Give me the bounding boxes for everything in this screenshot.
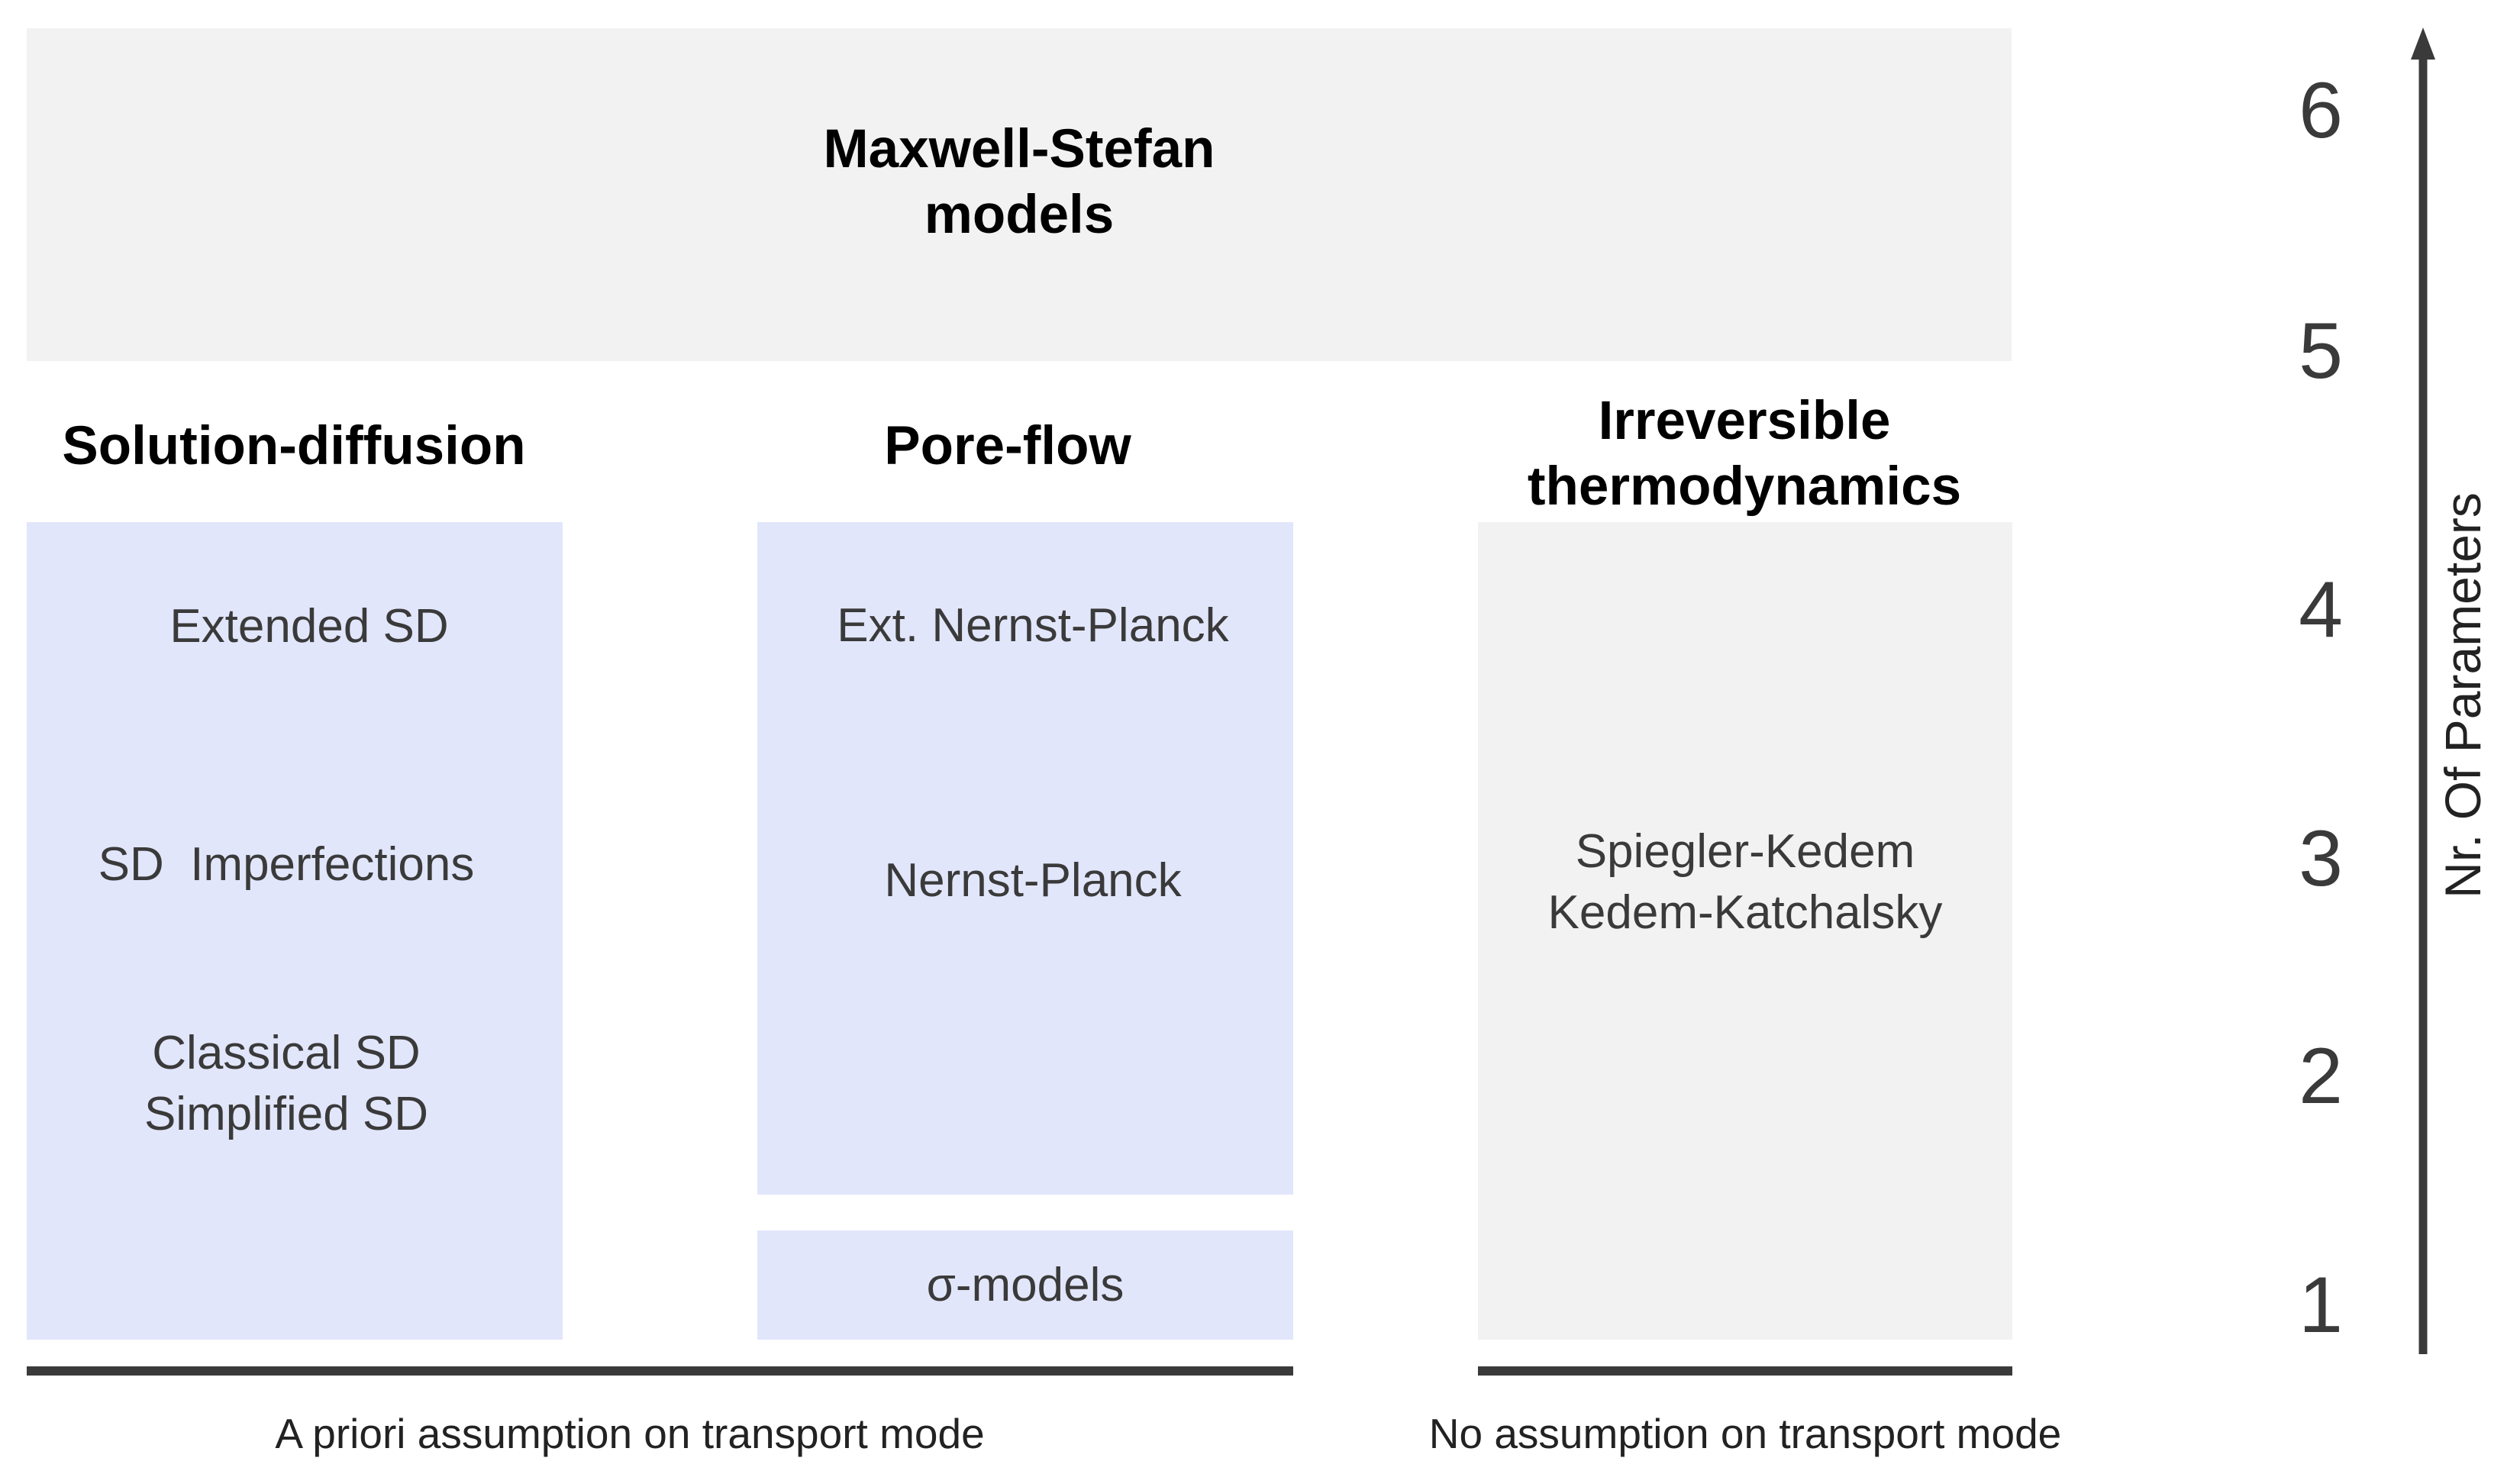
a-priori-caption: A priori assumption on transport mode bbox=[275, 1410, 985, 1457]
parameters-axis-arrow bbox=[2411, 27, 2435, 1354]
extended-sd-item: Extended SD bbox=[169, 600, 449, 653]
nernst-planck-item: Nernst-Planck bbox=[884, 854, 1182, 907]
axis-label: Nr. Of Parameters bbox=[2434, 492, 2491, 898]
kedem-katchalsky-item: Kedem-Katchalsky bbox=[1547, 886, 1943, 939]
maxwell-stefan-box: Maxwell-Stefan models bbox=[27, 28, 2012, 361]
irreversible-thermodynamics-header: Irreversible thermodynamics bbox=[1477, 389, 2012, 520]
maxwell-stefan-title-line1: Maxwell-Stefan bbox=[823, 119, 1215, 179]
irreversible-thermodynamics-box: Spiegler-Kedem Kedem-Katchalsky bbox=[1478, 522, 2012, 1340]
sigma-models-box: σ-models bbox=[757, 1230, 1293, 1340]
solution-diffusion-header: Solution-diffusion bbox=[62, 416, 526, 476]
pore-flow-header: Pore-flow bbox=[884, 416, 1131, 476]
maxwell-stefan-title: Maxwell-Stefan models bbox=[27, 117, 2012, 248]
tick-5: 5 bbox=[2299, 307, 2343, 395]
tick-1: 1 bbox=[2299, 1261, 2343, 1350]
no-assumption-caption: No assumption on transport mode bbox=[1428, 1410, 2062, 1457]
pore-flow-box: Ext. Nernst-Planck Nernst-Planck bbox=[757, 522, 1293, 1195]
tick-2: 2 bbox=[2299, 1032, 2343, 1121]
a-priori-bracket-line bbox=[27, 1366, 1293, 1376]
irreversible-header-line1: Irreversible bbox=[1598, 391, 1891, 451]
sigma-models-item: σ-models bbox=[926, 1258, 1124, 1311]
tick-3: 3 bbox=[2299, 814, 2343, 903]
no-assumption-bracket-line bbox=[1478, 1366, 2012, 1376]
spiegler-kedem-item: Spiegler-Kedem bbox=[1575, 825, 1915, 878]
axis-arrowhead bbox=[2411, 27, 2435, 60]
tick-6: 6 bbox=[2299, 66, 2343, 155]
ext-nernst-planck-item: Ext. Nernst-Planck bbox=[837, 599, 1229, 652]
classical-sd-item: Classical SD bbox=[152, 1027, 421, 1079]
solution-diffusion-box: Extended SD SD Imperfections Classical S… bbox=[27, 522, 563, 1340]
sd-imperfections-item: SD Imperfections bbox=[98, 838, 475, 891]
maxwell-stefan-title-line2: models bbox=[924, 185, 1115, 245]
irreversible-header-line2: thermodynamics bbox=[1527, 456, 1962, 517]
tick-4: 4 bbox=[2299, 566, 2343, 654]
simplified-sd-item: Simplified SD bbox=[144, 1088, 429, 1140]
